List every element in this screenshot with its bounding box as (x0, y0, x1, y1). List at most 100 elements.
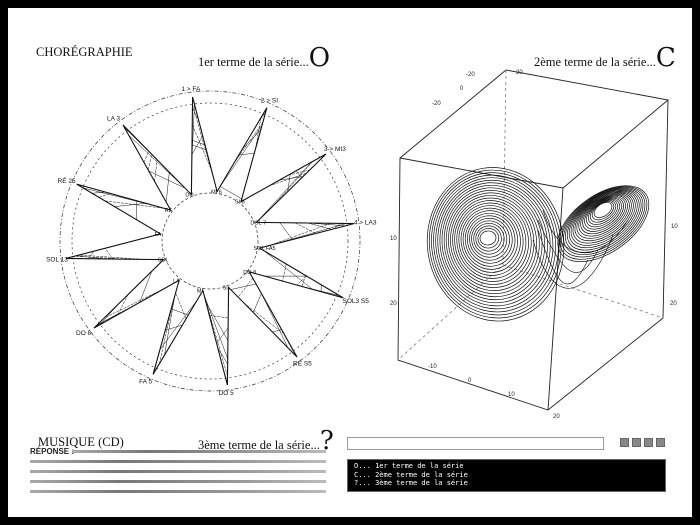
attractor-right-loop (566, 189, 640, 251)
attractor-left-loop (456, 202, 527, 279)
axis-tick-label: -10 (428, 364, 437, 370)
attractor-left-loop (473, 223, 505, 255)
hatch-line (78, 254, 144, 260)
attractor-left-loop (464, 212, 516, 267)
answer-line[interactable] (72, 450, 326, 453)
attractor-right-loop (572, 192, 634, 244)
hatch-line (301, 275, 306, 287)
spike-label: LA 3 (107, 116, 120, 123)
hatch-line (104, 200, 165, 209)
attractor-left-loop (431, 172, 559, 316)
inner-label: DO (185, 193, 194, 199)
hatch-line (263, 250, 313, 290)
hatch-line (143, 151, 150, 163)
hatch-line (241, 129, 261, 150)
term3-text: 3ème terme de la série... (198, 438, 320, 452)
term3-letter: ? (319, 426, 334, 456)
hatch-line (88, 250, 95, 259)
spike-label: 1 > FA (181, 86, 201, 93)
attractor-right-loop (584, 197, 622, 230)
hatch-line (76, 255, 106, 260)
hatch-line (257, 112, 266, 123)
attractor-strand (542, 209, 629, 254)
attractor-right-loop (574, 193, 632, 242)
attractor-right-loop (563, 188, 644, 256)
inner-label: SI 8 (235, 200, 245, 206)
spike-label: DO 8 (76, 330, 92, 337)
hatch-line (279, 176, 304, 181)
middle-circle (71, 102, 349, 380)
hatch-line (124, 127, 165, 167)
spike-label: SOL 13 (46, 256, 68, 263)
next-button[interactable] (644, 438, 653, 447)
hatch-line (216, 327, 229, 344)
attractor-right-loop (589, 200, 617, 223)
hatch-line (309, 222, 346, 227)
hatch-line (272, 161, 314, 207)
spike-label: RÉ S5 (293, 358, 312, 367)
attractor-left-loop (435, 177, 554, 310)
attractor-left-loop (462, 210, 519, 270)
legend-line-o: O... 1er terme de la série (354, 462, 464, 470)
hatch-line (252, 293, 262, 313)
attractor-left-loop (479, 230, 497, 246)
hatch-line (192, 104, 215, 181)
heading-term1: 1er terme de la série...O (198, 45, 330, 71)
outer-circle (59, 90, 361, 392)
attractor-right-loop (578, 195, 628, 237)
attractor-left-loop (443, 187, 543, 298)
hatch-line (295, 170, 302, 179)
inner-circle (161, 192, 259, 290)
previous-button[interactable] (632, 438, 641, 447)
hatch-line (304, 286, 340, 296)
hatch-line (279, 222, 293, 240)
hatch-line (83, 187, 160, 208)
axis-tick-label: 10 (671, 224, 678, 230)
hatch-line (159, 299, 174, 364)
hatch-line (261, 293, 289, 348)
hatch-line (192, 108, 199, 121)
hatch-line (288, 169, 310, 176)
answer-input[interactable] (347, 437, 604, 450)
hatch-line (191, 104, 195, 162)
attractor-right-loop (557, 185, 650, 262)
first-button[interactable] (620, 438, 629, 447)
series-legend-console: O... 1er terme de la série C... 2ème ter… (347, 459, 666, 492)
hatch-line (103, 287, 166, 319)
hatch-line (117, 294, 129, 315)
hatch-line (66, 239, 138, 259)
attractor-left-loop (448, 192, 538, 291)
axis-tick-label: -20 (432, 101, 441, 107)
hatch-line (139, 271, 153, 303)
staff-line (30, 470, 326, 473)
hatch-line (159, 299, 198, 350)
last-button[interactable] (656, 438, 665, 447)
attractor-left-loop (466, 215, 513, 264)
hatch-line (191, 144, 207, 151)
axis-tick-label: -20 (466, 72, 475, 78)
hatch-line (217, 347, 228, 365)
attractor-left-loop (439, 182, 548, 304)
spike-label: DO 5 (219, 390, 235, 397)
hatch-line (175, 292, 187, 320)
hatch-line (219, 186, 242, 200)
star-outline (65, 96, 355, 386)
spike-label: 4 > LA3 (354, 220, 377, 227)
hatch-line (97, 304, 137, 325)
hatch-line (99, 303, 119, 326)
hatch-line (219, 125, 263, 188)
term1-letter: O (308, 43, 331, 73)
hatch-line (255, 117, 262, 150)
inner-label: MI 6 (211, 190, 222, 196)
answer-label: RÉPONSE : (30, 447, 75, 456)
term2-letter: C (655, 43, 676, 73)
attractor-right-loop (565, 188, 642, 253)
inner-label: MI (197, 289, 204, 295)
hatch-line (205, 302, 229, 341)
attractor-left-loop (471, 220, 508, 258)
inner-label: LA (173, 278, 180, 284)
attractor-left-loop (454, 200, 529, 282)
hatch-line (209, 315, 229, 319)
attractor-left-loop (437, 179, 551, 307)
